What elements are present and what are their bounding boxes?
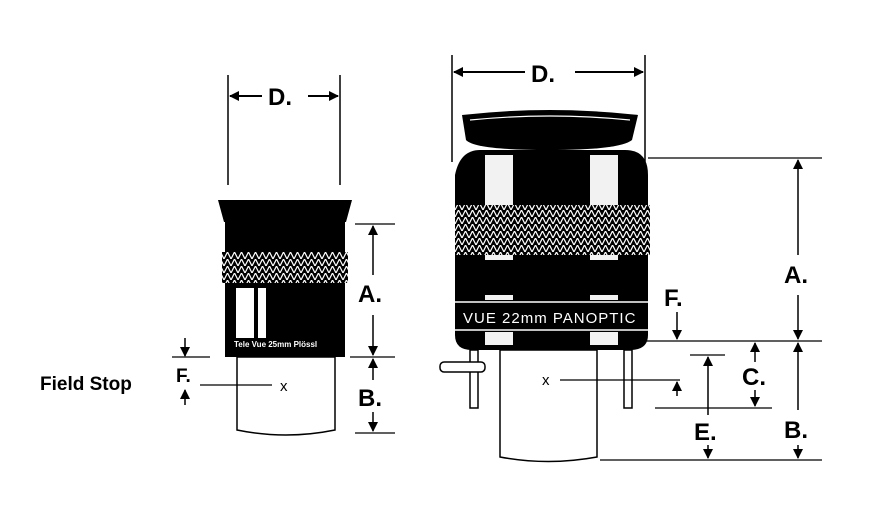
clamp-screw-icon <box>439 361 486 373</box>
label-x-large: x <box>542 372 550 389</box>
large-eyepiece: D. VUE 22mm PANOPTIC x A. B. C. E. F. <box>439 55 822 463</box>
label-e-large: E. <box>694 419 717 446</box>
label-b-small: B. <box>358 385 382 412</box>
field-stop-label: Field Stop <box>40 374 132 395</box>
label-d-small: D. <box>268 84 292 111</box>
label-a-large: A. <box>784 262 808 289</box>
small-eyepiece-engraving: Tele Vue 25mm Plössl <box>234 340 317 349</box>
label-f-small: F. <box>176 366 191 387</box>
label-x-small: x <box>280 378 288 395</box>
label-d-large: D. <box>531 61 555 88</box>
large-eyepiece-engraving: VUE 22mm PANOPTIC <box>463 310 636 327</box>
label-f-large: F. <box>664 285 683 312</box>
label-c-large: C. <box>742 364 766 391</box>
label-a-small: A. <box>358 281 382 308</box>
small-eyepiece: D. Tele Vue 25mm Plössl A. B. F. x Field… <box>40 75 395 436</box>
label-b-large: B. <box>784 417 808 444</box>
